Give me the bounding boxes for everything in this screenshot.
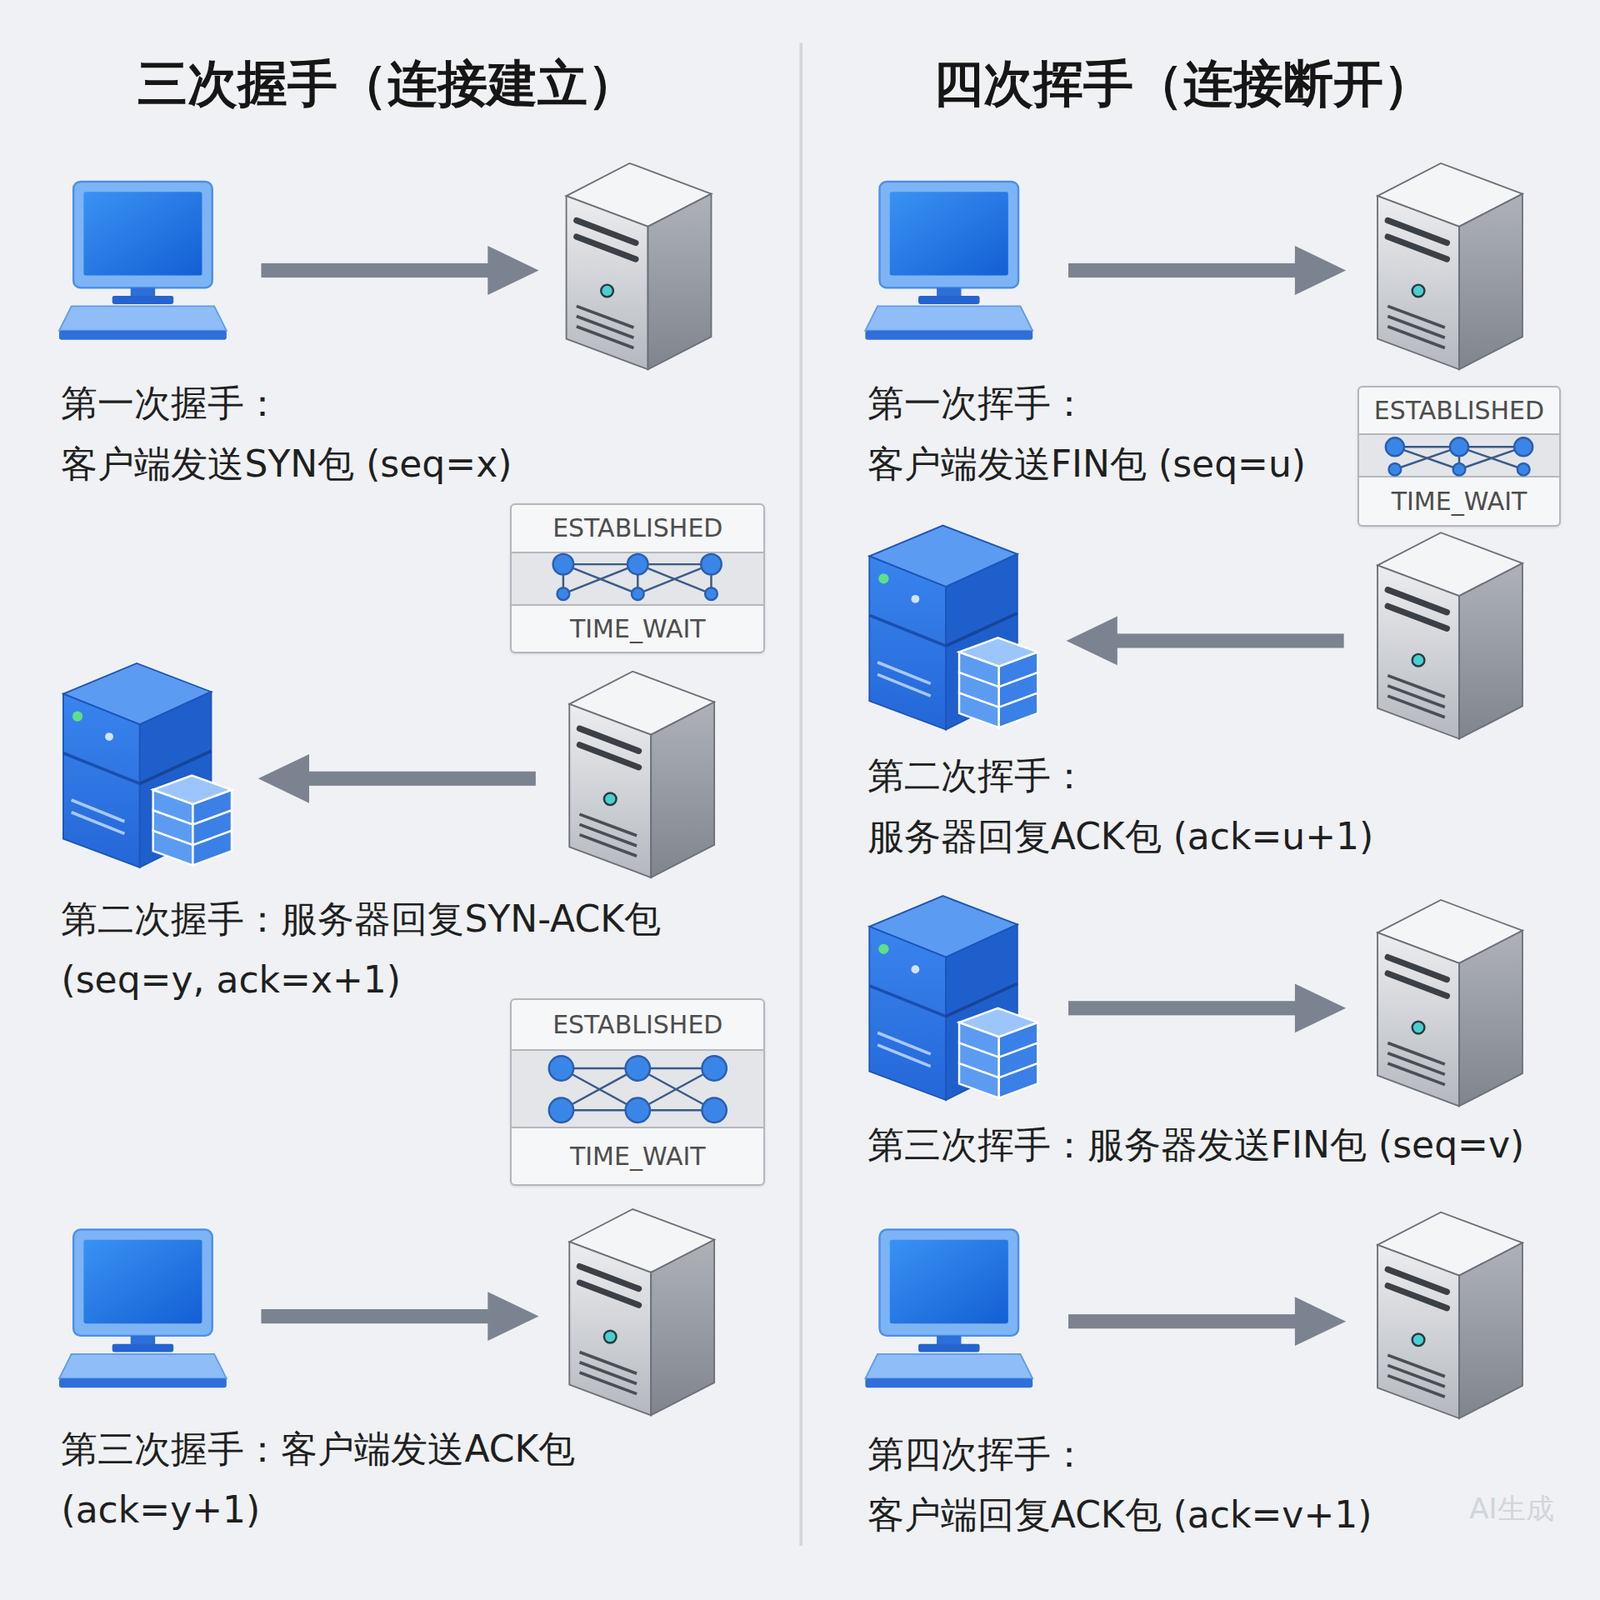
net-dot: [701, 1055, 726, 1080]
net-dot: [549, 1098, 574, 1123]
net-link: [710, 564, 712, 595]
net-link: [560, 1067, 715, 1070]
server-tower: [1377, 163, 1523, 370]
column-divider: [799, 42, 803, 1546]
net-dot: [631, 587, 645, 600]
net-link: [637, 564, 711, 595]
net-link: [563, 564, 638, 595]
step-text: 第二次握手：服务器回复SYN-ACK包 (seq=y, ack=x+1): [60, 888, 745, 1010]
net-dot: [1389, 463, 1402, 476]
client-computer: [865, 181, 1033, 340]
message-arrow: [260, 245, 539, 295]
blue-server: [63, 663, 232, 868]
net-link: [1395, 446, 1460, 470]
state-band: [511, 1049, 764, 1129]
net-dot: [1450, 437, 1469, 456]
section-title: 四次挥手（连接断开）: [933, 53, 1434, 114]
net-link: [1459, 446, 1524, 470]
net-dot: [1385, 437, 1405, 456]
net-link: [560, 1109, 715, 1111]
client-computer: [59, 181, 227, 340]
state-text: ESTABLISHED: [511, 1000, 764, 1050]
server-tower: [1377, 1212, 1523, 1419]
server-tower: [569, 1209, 715, 1415]
step-heading: 第一次握手：: [60, 380, 281, 425]
net-dot: [549, 1055, 574, 1080]
state-box: ESTABLISHED TIME_WAIT: [510, 998, 765, 1186]
step-text: 客户端发送SYN包 (seq=x): [60, 442, 512, 487]
net-link: [563, 563, 712, 565]
message-arrow: [1068, 983, 1346, 1033]
net-dot: [625, 1098, 650, 1123]
net-dot: [557, 587, 570, 600]
state-band: [511, 551, 764, 606]
server-tower: [1377, 900, 1523, 1106]
net-link: [637, 564, 711, 595]
state-box: ESTABLISHED TIME_WAIT: [1357, 385, 1562, 527]
net-link: [637, 1068, 715, 1110]
net-dot: [1453, 463, 1466, 476]
state-box: ESTABLISHED TIME_WAIT: [510, 503, 765, 654]
net-link: [563, 564, 638, 595]
net-link: [1459, 446, 1524, 470]
state-text: ESTABLISHED: [511, 505, 764, 552]
net-dot: [553, 554, 574, 575]
server-tower: [569, 671, 715, 878]
server-tower: [566, 163, 712, 370]
net-dot: [627, 554, 648, 575]
message-arrow: [1068, 1296, 1346, 1346]
net-link: [637, 1068, 715, 1110]
server-tower: [1377, 532, 1523, 739]
message-arrow: [260, 1291, 539, 1341]
step-text: 服务器回复ACK包 (ack=u+1): [867, 815, 1374, 860]
blue-server: [869, 525, 1038, 730]
step-text: 客户端发送FIN包 (seq=u): [867, 442, 1306, 487]
net-link: [1395, 446, 1460, 470]
state-text: TIME_WAIT: [511, 605, 764, 652]
blue-server: [869, 895, 1038, 1100]
step-text: 客户端回复ACK包 (ack=v+1): [867, 1493, 1373, 1538]
client-computer: [59, 1230, 227, 1389]
message-arrow: [258, 754, 536, 804]
net-link: [560, 1068, 638, 1110]
net-dot: [701, 1098, 726, 1123]
net-link: [1395, 445, 1524, 448]
step-heading: 第一次挥手：: [867, 380, 1088, 425]
net-dot: [1514, 437, 1533, 456]
message-arrow: [1066, 616, 1345, 666]
message-arrow: [1068, 245, 1346, 295]
watermark: AI生成: [1469, 1490, 1554, 1525]
net-link: [560, 1068, 638, 1110]
net-dot: [1517, 463, 1530, 476]
step-text: 第三次握手：客户端发送ACK包 (ack=y+1): [60, 1418, 695, 1540]
state-band: [1359, 433, 1560, 478]
net-link: [636, 564, 639, 595]
section-title: 三次握手（连接建立）: [137, 53, 638, 114]
network-graphic: [560, 446, 1524, 1110]
step-heading: 第二次挥手：: [867, 753, 1088, 798]
net-dot: [625, 1055, 650, 1080]
net-link: [562, 564, 565, 595]
step-text: 第三次挥手：服务器发送FIN包 (seq=v): [867, 1122, 1525, 1167]
network-graphic: [549, 437, 1533, 1123]
net-link: [1458, 446, 1460, 470]
client-computer: [865, 1230, 1033, 1389]
step-heading: 第四次挥手：: [867, 1431, 1088, 1476]
state-text: ESTABLISHED: [1359, 387, 1560, 434]
net-dot: [705, 587, 718, 600]
net-dot: [700, 554, 721, 575]
state-text: TIME_WAIT: [1359, 477, 1560, 525]
state-text: TIME_WAIT: [511, 1128, 764, 1185]
